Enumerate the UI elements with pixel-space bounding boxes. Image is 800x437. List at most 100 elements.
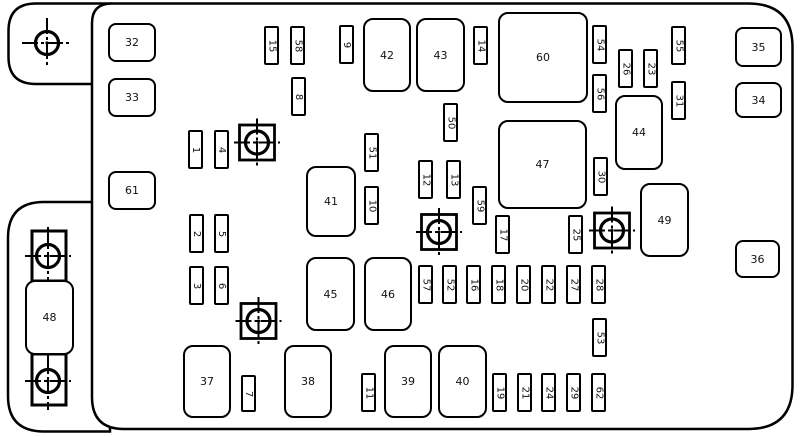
- relay-44: 44: [615, 95, 663, 170]
- fuse-label: 57: [420, 278, 432, 291]
- fuse-26: 26: [618, 49, 633, 88]
- relay-48: 48: [25, 280, 74, 355]
- relay-label: 41: [324, 195, 338, 208]
- relay-37: 37: [183, 345, 231, 418]
- fuse-56: 56: [592, 74, 607, 113]
- fuse-label: 23: [645, 62, 657, 75]
- alignment-crosshair-icon: [235, 297, 282, 345]
- fuse-23: 23: [643, 49, 658, 88]
- fuse-label: 29: [568, 386, 580, 399]
- relay-34: 34: [735, 82, 782, 118]
- fuse-62: 62: [591, 373, 606, 412]
- fuse-55: 55: [671, 26, 686, 65]
- relay-41: 41: [306, 166, 356, 237]
- fuse-label: 22: [543, 278, 555, 291]
- fuse-label: 24: [543, 386, 555, 399]
- fuse-25: 25: [568, 215, 583, 254]
- fuse-label: 54: [594, 38, 606, 51]
- alignment-crosshair-icon: [25, 227, 71, 285]
- relay-40: 40: [438, 345, 487, 418]
- fuse-54: 54: [592, 25, 607, 64]
- relay-label: 61: [125, 184, 139, 197]
- relay-label: 46: [381, 287, 395, 301]
- fuse-27: 27: [566, 265, 581, 304]
- fuse-14: 14: [473, 26, 488, 65]
- fuse-label: 58: [292, 39, 304, 52]
- relay-39: 39: [384, 345, 432, 418]
- fuse-3: 3: [189, 266, 204, 305]
- fuse-28: 28: [591, 265, 606, 304]
- fuse-label: 17: [497, 228, 509, 241]
- fuse-label: 7: [243, 390, 255, 397]
- fuse-29: 29: [566, 373, 581, 412]
- fuse-24: 24: [541, 373, 556, 412]
- relay-47: 47: [498, 120, 587, 209]
- fuse-label: 2: [191, 230, 203, 237]
- relay-label: 33: [125, 91, 139, 104]
- fuse-label: 25: [570, 228, 582, 241]
- fuse-label: 31: [673, 94, 685, 107]
- alignment-crosshair-icon: [589, 206, 635, 255]
- fuse-label: 14: [475, 39, 487, 52]
- fuse-7: 7: [241, 375, 256, 412]
- fuse-label: 5: [216, 230, 228, 237]
- relay-60: 60: [498, 12, 588, 103]
- relay-49: 49: [640, 183, 689, 257]
- fuse-label: 62: [593, 386, 605, 399]
- fuse-label: 11: [363, 386, 375, 399]
- fuse-label: 8: [293, 93, 305, 100]
- fuse-52: 52: [442, 265, 457, 304]
- relay-61: 61: [108, 171, 156, 210]
- fuse-8: 8: [291, 77, 306, 116]
- fuse-label: 30: [595, 170, 607, 183]
- relay-33: 33: [108, 78, 156, 117]
- fuse-17: 17: [495, 215, 510, 254]
- relay-35: 35: [735, 27, 782, 67]
- fuse-label: 28: [593, 278, 605, 291]
- fuse-label: 9: [341, 41, 353, 48]
- fuse-16: 16: [466, 265, 481, 304]
- fuse-22: 22: [541, 265, 556, 304]
- relay-label: 47: [535, 158, 550, 171]
- fuse-label: 4: [216, 146, 228, 153]
- relay-45: 45: [306, 257, 355, 331]
- fuse-53: 53: [592, 318, 607, 357]
- fuse-4: 4: [214, 130, 229, 169]
- relay-32: 32: [108, 23, 156, 62]
- fuse-label: 56: [594, 87, 606, 100]
- relay-label: 44: [632, 126, 646, 139]
- relay-46: 46: [364, 257, 412, 331]
- fuse-label: 10: [366, 199, 378, 212]
- fuse-label: 53: [594, 331, 606, 344]
- fuse-57: 57: [418, 265, 433, 304]
- fuse-label: 6: [216, 282, 228, 289]
- alignment-crosshair-icon: [22, 18, 72, 68]
- fuse-label: 3: [191, 282, 203, 289]
- fuse-label: 18: [493, 278, 505, 291]
- fuse-label: 59: [474, 199, 486, 212]
- fuse-label: 27: [568, 278, 580, 291]
- fuse-label: 15: [266, 39, 278, 52]
- fuse-6: 6: [214, 266, 229, 305]
- relay-42: 42: [363, 18, 411, 92]
- relay-label: 42: [380, 48, 394, 62]
- fuse-59: 59: [472, 186, 487, 225]
- fuse-label: 21: [519, 386, 531, 399]
- relay-label: 37: [200, 375, 214, 388]
- relay-label: 34: [751, 93, 766, 107]
- relay-43: 43: [416, 18, 465, 92]
- fuse-12: 12: [418, 160, 433, 199]
- fuse-label: 52: [444, 278, 456, 291]
- fuse-label: 12: [420, 173, 432, 186]
- fuse-label: 19: [494, 386, 506, 399]
- relay-38: 38: [284, 345, 332, 418]
- fuse-5: 5: [214, 214, 229, 253]
- fuse-21: 21: [517, 373, 532, 412]
- fuse-label: 16: [468, 278, 480, 291]
- fuse-label: 51: [366, 146, 378, 159]
- fuse-15: 15: [264, 26, 279, 65]
- alignment-crosshair-icon: [25, 352, 71, 410]
- relay-36: 36: [735, 240, 780, 278]
- relay-label: 36: [750, 252, 765, 266]
